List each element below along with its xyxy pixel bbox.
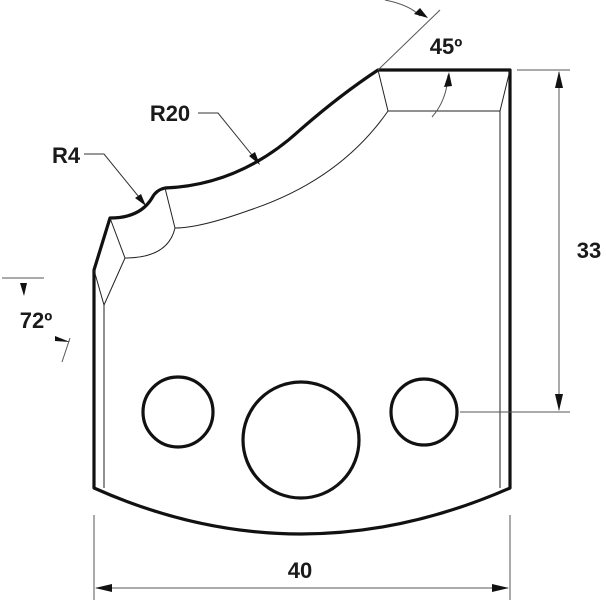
r20-leader-line <box>198 112 257 161</box>
angle-45-label: 45º <box>430 34 463 59</box>
r4-arrowhead <box>135 194 146 206</box>
bevel-curve-line <box>174 110 389 229</box>
angle-45-arrowhead-inner <box>444 72 452 87</box>
width-label: 40 <box>288 558 312 583</box>
knife-profile-outline <box>92 68 512 536</box>
left-small-hole <box>141 375 215 449</box>
height-arrowhead-bottom <box>555 394 563 411</box>
r20-arrowhead <box>249 152 260 165</box>
width-arrowhead-right <box>492 584 509 592</box>
angle-72-label: 72º <box>20 308 53 333</box>
angle-72-extension-bottom <box>61 337 71 363</box>
angle-45-arrowhead-top <box>414 8 428 18</box>
height-label: 33 <box>577 238 601 263</box>
right-small-hole <box>389 377 459 447</box>
angle-72-arrowhead-bottom <box>55 336 70 342</box>
angle-45-extension-line <box>377 9 441 71</box>
width-arrowhead-left <box>95 584 112 592</box>
bevel-inner-line <box>377 69 511 112</box>
bevel-step-line <box>109 187 176 259</box>
height-arrowhead-top <box>555 71 563 88</box>
r4-leader-line <box>84 153 144 203</box>
r20-label: R20 <box>150 101 190 126</box>
center-large-hole <box>241 380 361 500</box>
r4-label: R4 <box>52 143 81 168</box>
angle-72-arrowhead-top <box>20 283 27 296</box>
bevel-left-line <box>93 257 126 307</box>
